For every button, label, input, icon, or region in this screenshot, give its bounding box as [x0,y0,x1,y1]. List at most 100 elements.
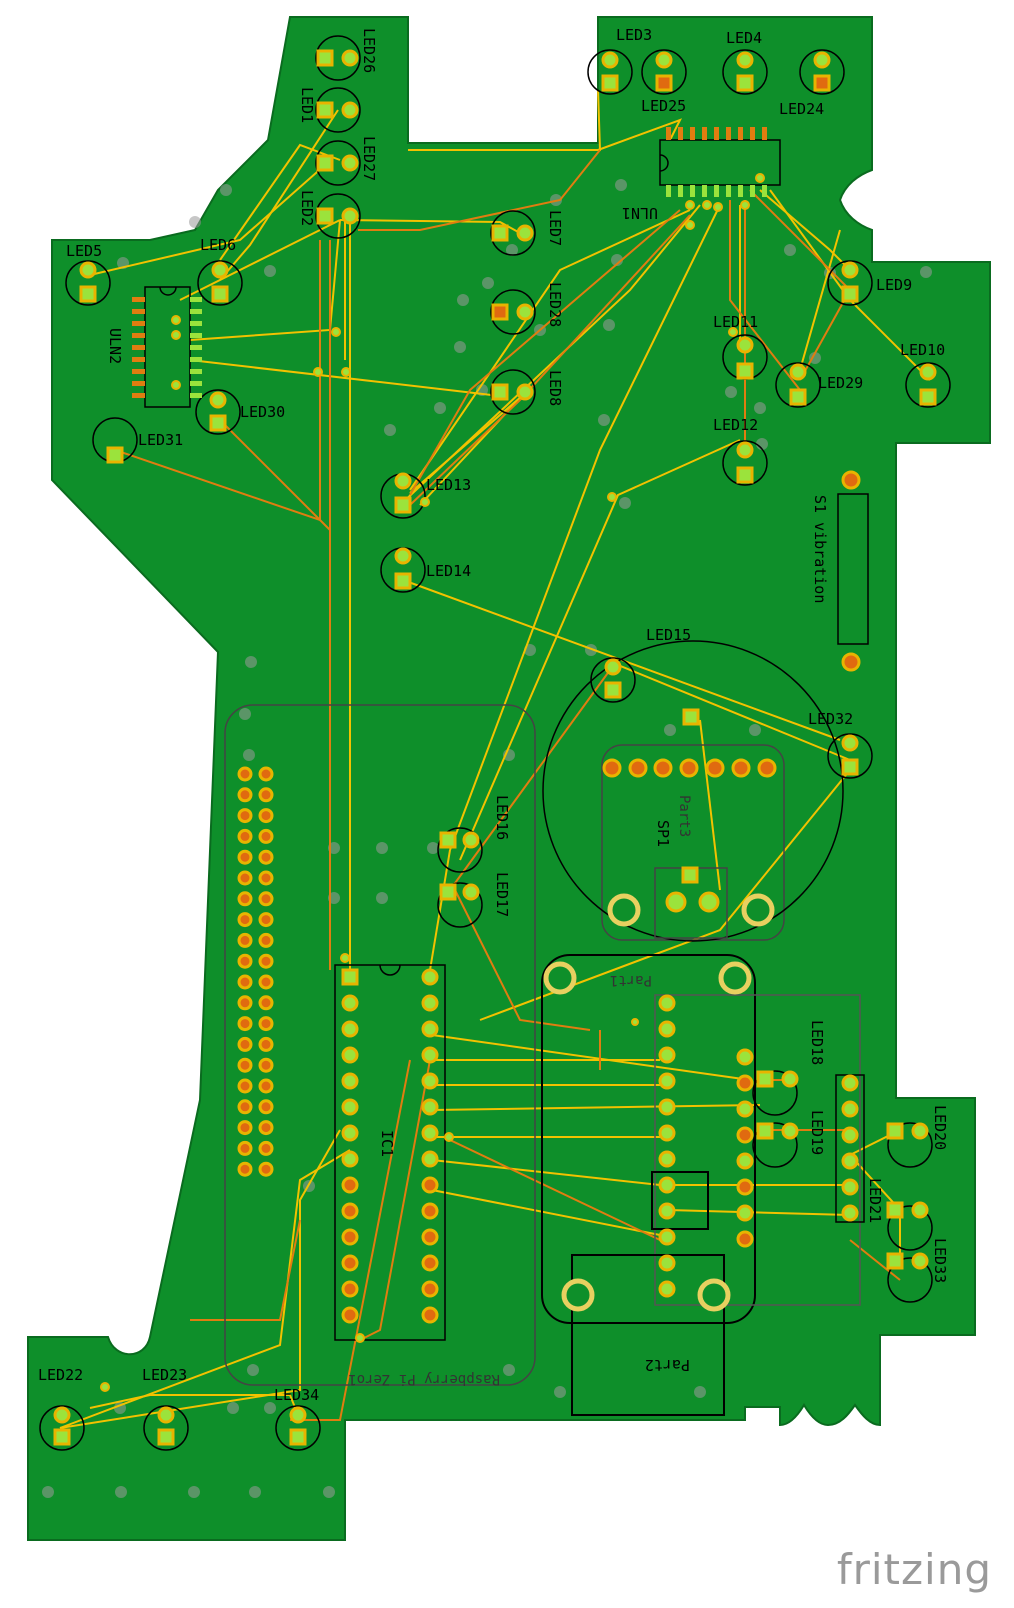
rpi-label: Raspberry Pi Zero1 [348,1371,500,1387]
pad [258,995,274,1011]
pad [237,1016,253,1032]
vias [100,173,765,1392]
uln2-label: ULN2 [106,328,124,364]
pad [258,808,274,824]
uln2-chip [132,286,202,398]
pad [258,828,274,844]
pad [237,1120,253,1136]
led9-label: LED9 [876,276,912,294]
part1-pads [543,961,752,1312]
led6-label: LED6 [200,236,236,254]
ic1-pads [341,968,439,1324]
pad [421,968,439,986]
led21-label: LED21 [866,1178,884,1223]
ic1-label: IC1 [378,1130,396,1157]
part3-label: Part3 [676,795,692,837]
pad [341,1072,359,1090]
pad [736,1074,754,1092]
pad [237,1036,253,1052]
pad [658,1020,676,1038]
pad [237,766,253,782]
led12-label: LED12 [713,416,758,434]
pad [841,1152,859,1170]
led4-label: LED4 [726,29,762,47]
pad [258,1036,274,1052]
pad [258,1161,274,1177]
pad [237,808,253,824]
pad [736,1178,754,1196]
pad [237,1057,253,1073]
pad [237,995,253,1011]
led5-label: LED5 [66,242,102,260]
pad [258,891,274,907]
pad [421,1098,439,1116]
pad [421,994,439,1012]
led25-label: LED25 [641,97,686,115]
pad [658,1072,676,1090]
led34-label: LED34 [274,1386,319,1404]
pad [258,932,274,948]
pad [237,1099,253,1115]
pad [341,1124,359,1142]
pad [736,1048,754,1066]
led10-label: LED10 [900,341,945,359]
led18-label: LED18 [808,1020,826,1065]
led15-label: LED15 [646,626,691,644]
led20-label: LED20 [931,1105,949,1150]
s1-pads [841,470,861,672]
pad [341,1280,359,1298]
pad [736,1204,754,1222]
led19-label: LED19 [808,1110,826,1155]
led28-label: LED28 [546,282,564,327]
pad [258,787,274,803]
led11-label: LED11 [713,313,758,331]
pad [237,891,253,907]
pad [341,1098,359,1116]
pad [421,1072,439,1090]
pad [237,1078,253,1094]
pad [658,1228,676,1246]
pad [237,1161,253,1177]
led31-label: LED31 [138,431,183,449]
pad [736,1152,754,1170]
mounting-holes [42,179,932,1498]
led13-label: LED13 [426,476,471,494]
led23-label: LED23 [142,1366,187,1384]
pad [736,1126,754,1144]
pad [258,1016,274,1032]
pad [258,1057,274,1073]
pad [421,1150,439,1168]
right-header [841,1074,859,1222]
pad [258,912,274,928]
pad [258,1120,274,1136]
led27-label: LED27 [360,136,378,181]
pad [237,912,253,928]
rpi-header [237,766,274,1177]
pad [237,974,253,990]
pad [658,1124,676,1142]
pad [736,1230,754,1248]
pad [237,870,253,886]
pad [341,1150,359,1168]
pad [258,1078,274,1094]
led-pads [53,49,937,1446]
pad [341,968,359,986]
led-outlines [39,35,951,1451]
pad [341,1306,359,1324]
pad [237,787,253,803]
led33-label: LED33 [931,1238,949,1283]
pad [341,1228,359,1246]
pad [258,870,274,886]
pad [421,1176,439,1194]
led22-label: LED22 [38,1366,83,1384]
led8-label: LED8 [546,370,564,406]
pad [237,1140,253,1156]
led3-label: LED3 [616,26,652,44]
led24-label: LED24 [779,100,824,118]
fritzing-watermark: fritzing [836,1545,992,1594]
pad [841,1100,859,1118]
silkscreen-outlines [144,139,869,1416]
led16-label: LED16 [493,795,511,840]
